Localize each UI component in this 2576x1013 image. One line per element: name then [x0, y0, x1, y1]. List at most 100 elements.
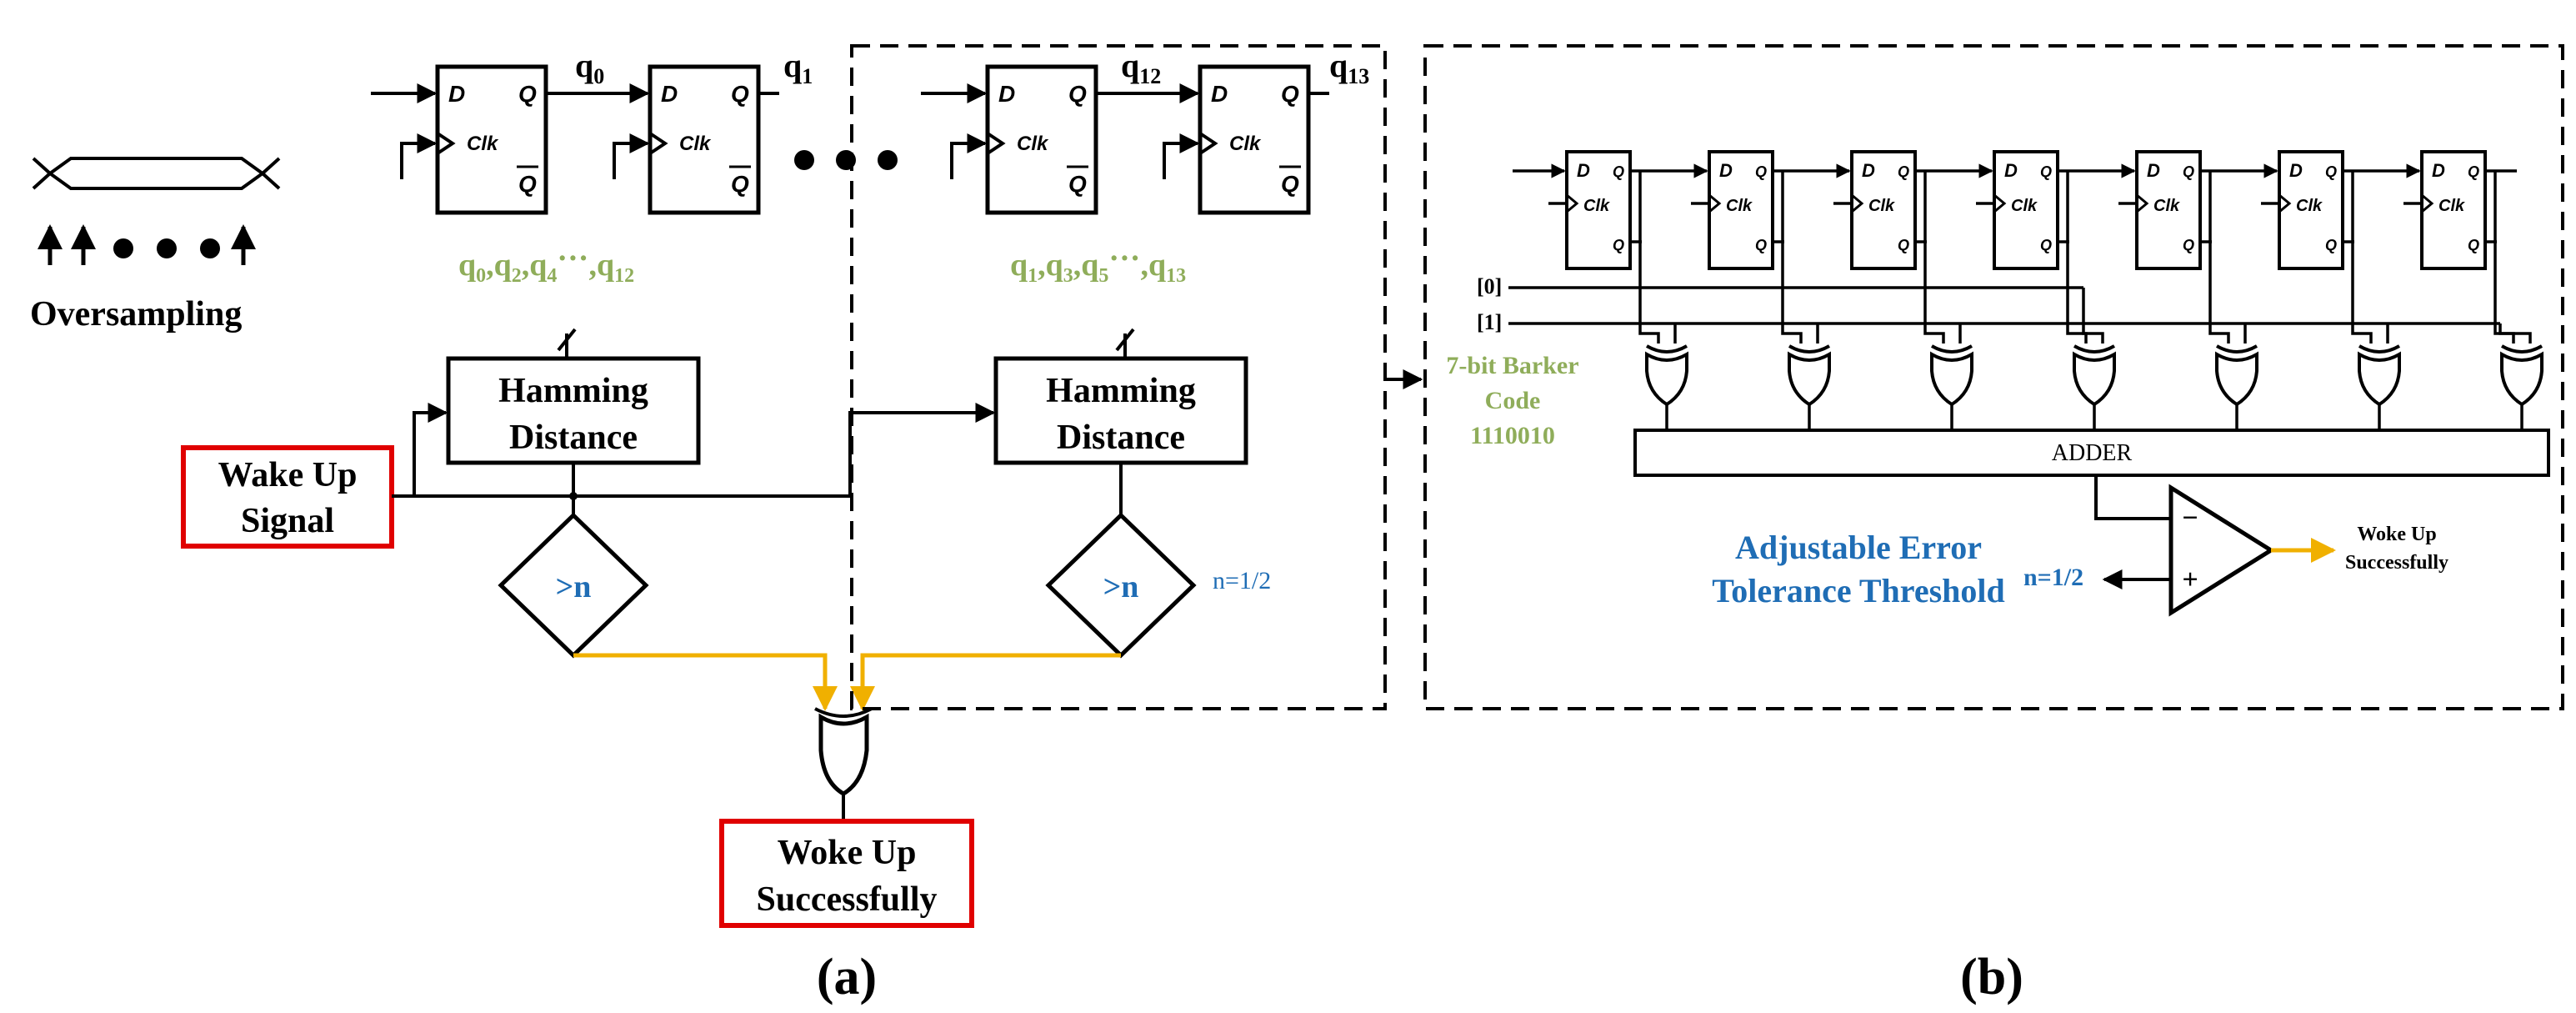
adder-block: ADDER — [1633, 429, 2550, 477]
svg-text:Clk: Clk — [1726, 197, 1753, 215]
barker-code-line1: 7-bit Barker — [1446, 352, 1578, 379]
ff-d-label: D — [998, 81, 1015, 107]
wake-up-signal-line2: Signal — [241, 502, 334, 540]
svg-text:Q: Q — [2325, 237, 2337, 253]
svg-text:Clk: Clk — [1868, 197, 1895, 215]
ff-q-label: Q — [518, 81, 537, 107]
distance-label: Distance — [1057, 419, 1185, 457]
comparator-outputs — [573, 653, 1121, 711]
ff-q-label: Q — [1281, 81, 1299, 107]
woke-up-line1: Woke Up — [778, 834, 917, 872]
threshold-n-value: n=1/2 — [2023, 564, 2083, 591]
panel-b-dashed-frame — [1423, 44, 2564, 710]
svg-text:Q: Q — [2040, 237, 2052, 253]
ff-qbar-label: Q — [731, 171, 749, 197]
or-gate — [814, 707, 873, 821]
svg-text:Q: Q — [2468, 237, 2479, 253]
svg-text:Q: Q — [1755, 237, 1767, 253]
svg-text:Q: Q — [1898, 163, 1909, 180]
svg-text:Clk: Clk — [1583, 197, 1610, 215]
hamming-distance-block-1: Hamming Distance — [446, 356, 701, 465]
ff-clk-label: Clk — [1017, 133, 1049, 155]
ff-q-label: Q — [731, 81, 749, 107]
xor-gates — [1645, 344, 2543, 406]
svg-text:Q: Q — [1613, 237, 1624, 253]
ff-clk-label: Clk — [467, 133, 499, 155]
adder-output-wire — [2094, 475, 2173, 520]
svg-text:Q: Q — [1755, 163, 1767, 180]
svg-text:Q: Q — [2468, 163, 2479, 180]
svg-text:D: D — [2289, 160, 2303, 181]
distance-label: Distance — [509, 419, 638, 457]
hamming-distance-block-2: Hamming Distance — [993, 356, 1248, 465]
compare-label: >n — [1103, 569, 1139, 604]
ff-d-label: D — [661, 81, 678, 107]
sampling-arrows-icon — [38, 224, 256, 265]
comparator-diamond-1: >n — [498, 512, 649, 659]
hamming-label: Hamming — [1046, 372, 1196, 410]
output-line2: Successfully — [2345, 552, 2448, 574]
svg-text:D: D — [2147, 160, 2160, 181]
wake-up-signal-line1: Wake Up — [218, 456, 358, 494]
svg-text:D: D — [2432, 160, 2445, 181]
bit0-label: [0] — [1477, 274, 1502, 298]
ff-d-label: D — [448, 81, 465, 107]
svg-text:Clk: Clk — [2153, 197, 2180, 215]
n-value-label: n=1/2 — [1213, 567, 1271, 594]
q13-label: q13 — [1329, 47, 1369, 88]
svg-text:D: D — [1577, 160, 1590, 181]
svg-text:Clk: Clk — [2296, 197, 2323, 215]
shift-register-wires-a — [371, 83, 1329, 179]
oversampling-label: Oversampling — [30, 295, 242, 333]
xor-to-adder-wires — [1665, 404, 2523, 430]
threshold-line1: Adjustable Error — [1735, 529, 1982, 566]
barker-code-line3: 1110010 — [1470, 422, 1555, 449]
comparator-plus: + — [2182, 564, 2198, 595]
bus-markers — [557, 328, 1135, 359]
output-line1: Woke Up — [2357, 524, 2436, 545]
comparator-diamond-2: >n — [1045, 512, 1197, 659]
svg-text:Q: Q — [2183, 163, 2194, 180]
ff-qbar-label: Q — [518, 171, 537, 197]
ff-qbar-label: Q — [1281, 171, 1299, 197]
threshold-line2: Tolerance Threshold — [1712, 572, 2005, 609]
svg-text:Clk: Clk — [2438, 197, 2465, 215]
q0-label: q0 — [575, 47, 604, 88]
comparator-triangle: − + — [2168, 484, 2275, 617]
ellipsis-dots — [794, 150, 898, 170]
ff-pin-labels-a: D Q Clk Q D Q Clk Q D Q Clk Q D Q Clk Q — [448, 81, 1301, 197]
woke-up-line2: Successfully — [756, 880, 937, 919]
svg-text:Q: Q — [2040, 163, 2052, 180]
hamming-label: Hamming — [498, 372, 648, 410]
ff-pin-labels-b: D Q Clk Q D Q Clk Q D Q Clk Q D Q Clk Q … — [1577, 160, 2479, 253]
q1-label: q1 — [783, 47, 813, 88]
svg-text:D: D — [1719, 160, 1733, 181]
oversampling-waveform-icon — [32, 157, 281, 190]
compare-label: >n — [556, 569, 592, 604]
svg-text:Q: Q — [2325, 163, 2337, 180]
ff-clk-label: Clk — [1229, 133, 1262, 155]
svg-text:Q: Q — [2183, 237, 2194, 253]
comparator-minus: − — [2182, 503, 2198, 534]
wake-up-signal-box: Wake Up Signal — [181, 445, 394, 549]
svg-text:Clk: Clk — [2011, 197, 2038, 215]
even-sequence-label: q0,q2,q4···,q12 — [458, 241, 634, 287]
caption-a: (a) — [817, 949, 877, 1005]
svg-text:Q: Q — [1898, 237, 1909, 253]
barker-code-line2: Code — [1485, 387, 1541, 414]
odd-branch-dashed-frame — [850, 44, 1387, 710]
shift-register-wires-b — [1508, 163, 2532, 344]
svg-text:D: D — [1862, 160, 1875, 181]
ff-d-label: D — [1211, 81, 1228, 107]
svg-text:D: D — [2004, 160, 2018, 181]
caption-b: (b) — [1960, 949, 2023, 1005]
bit1-label: [1] — [1477, 310, 1502, 334]
woke-up-successfully-box: Woke Up Successfully — [719, 819, 974, 928]
ff-q-label: Q — [1068, 81, 1087, 107]
odd-sequence-label: q1,q3,q5···,q13 — [1010, 241, 1186, 287]
ff-clk-label: Clk — [679, 133, 712, 155]
adder-label: ADDER — [2052, 440, 2133, 466]
q12-label: q12 — [1121, 47, 1161, 88]
